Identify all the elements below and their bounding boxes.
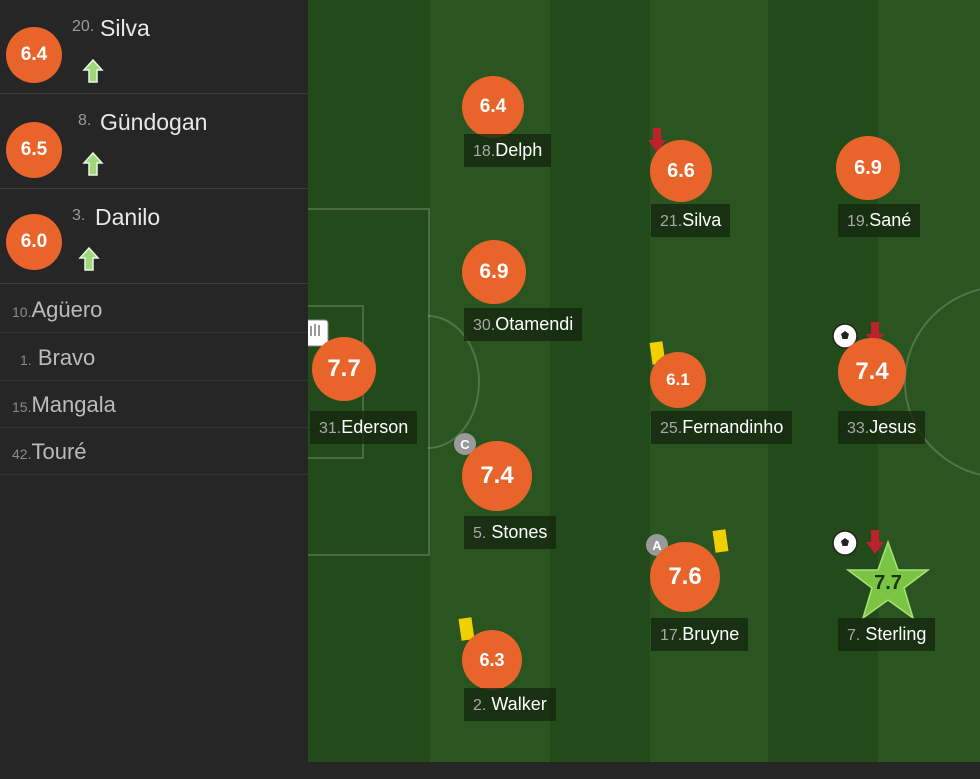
bench-row[interactable]: 42.Touré: [0, 427, 308, 475]
sub-on-arrow-icon: [78, 246, 100, 271]
player-name: Stones: [491, 522, 548, 542]
player-name: Walker: [491, 694, 547, 714]
player-label: 17.Bruyne: [651, 618, 749, 651]
substitutes-panel: 6.4 20. Silva 6.5 8. Gündogan 6.0 3. Dan…: [0, 0, 308, 779]
goalkeeper-glove-icon: [308, 319, 329, 347]
player-label: 25.Fernandinho: [651, 411, 793, 444]
player-number: 30.: [473, 317, 496, 334]
captain-badge: C: [454, 433, 476, 455]
player-name: Otamendi: [495, 314, 574, 334]
rating-badge: 7.4: [838, 338, 906, 406]
player-number: 2.: [473, 697, 487, 714]
player-label: 2. Walker: [464, 688, 556, 721]
player-name: Jesus: [869, 417, 917, 437]
bench-row[interactable]: 1. Bravo: [0, 333, 308, 381]
player-number: 7.: [847, 627, 861, 644]
goal-ball-icon: [832, 323, 858, 349]
rating-badge: 6.4: [6, 27, 62, 83]
player-number: 20.: [72, 18, 95, 35]
player-label: 5. Stones: [464, 516, 557, 549]
player-name: Silva: [682, 210, 722, 230]
man-of-the-match-star-icon: [846, 540, 930, 620]
rating-badge: 6.3: [462, 630, 522, 690]
player-number: 15.: [12, 399, 32, 415]
rating-badge: 6.9: [462, 240, 526, 304]
player-name: Sterling: [865, 624, 927, 644]
player-label: 33.Jesus: [838, 411, 926, 444]
rating-badge: 6.6: [650, 140, 712, 202]
player-label: 18.Delph: [464, 134, 552, 167]
player-name: Touré: [31, 439, 87, 464]
player-label: 7. Sterling: [838, 618, 936, 651]
player-name: Ederson: [341, 417, 409, 437]
player-number: 18.: [473, 143, 496, 160]
player-name: Mangala: [31, 392, 116, 417]
bench-row[interactable]: 10.Agüero: [0, 285, 308, 333]
rating-badge: 6.0: [6, 214, 62, 270]
player-number: 19.: [847, 213, 870, 230]
rating-badge: 7.6: [650, 542, 720, 612]
substitute-row[interactable]: 6.0 3. Danilo: [0, 190, 308, 284]
player-name: Danilo: [95, 204, 161, 230]
substitute-row[interactable]: 6.5 8. Gündogan: [0, 95, 308, 189]
player-name: Silva: [100, 15, 150, 41]
player-number: 8.: [78, 112, 92, 129]
pitch: 7.7 31.Ederson 6.4 18.Delph 6.9 30.Otame…: [308, 0, 980, 762]
player-name: Bravo: [37, 345, 96, 370]
rating-badge: 6.1: [650, 352, 706, 408]
bottom-bar: [0, 762, 980, 779]
substitute-row[interactable]: 6.4 20. Silva: [0, 0, 308, 94]
player-number: 1.: [20, 352, 32, 368]
player-number: 21.: [660, 213, 683, 230]
player-name: Gündogan: [100, 109, 208, 135]
player-number: 10.: [12, 304, 32, 320]
goal-ball-icon: [832, 530, 858, 556]
bench-row[interactable]: 15.Mangala: [0, 380, 308, 428]
sub-on-arrow-icon: [82, 58, 104, 83]
rating-badge: 7.7: [874, 571, 902, 594]
rating-badge: 6.5: [6, 122, 62, 178]
player-name: Agüero: [31, 297, 103, 322]
player-name: Sané: [869, 210, 912, 230]
player-name: Bruyne: [682, 624, 740, 644]
player-number: 42.: [12, 446, 32, 462]
rating-badge: 7.7: [312, 337, 376, 401]
rating-badge: 7.4: [462, 441, 532, 511]
rating-badge: 6.9: [836, 136, 900, 200]
sub-off-arrow-icon: [866, 530, 884, 554]
rating-badge: 6.4: [462, 76, 524, 138]
player-name: Delph: [495, 140, 543, 160]
player-label: 30.Otamendi: [464, 308, 583, 341]
player-number: 3.: [72, 207, 86, 224]
player-number: 31.: [319, 420, 342, 437]
player-number: 17.: [660, 627, 683, 644]
sub-on-arrow-icon: [82, 151, 104, 176]
player-label: 31.Ederson: [310, 411, 418, 444]
player-name: Fernandinho: [682, 417, 784, 437]
player-label: 21.Silva: [651, 204, 731, 237]
player-number: 33.: [847, 420, 870, 437]
player-number: 25.: [660, 420, 683, 437]
player-label: 19.Sané: [838, 204, 921, 237]
player-number: 5.: [473, 525, 487, 542]
